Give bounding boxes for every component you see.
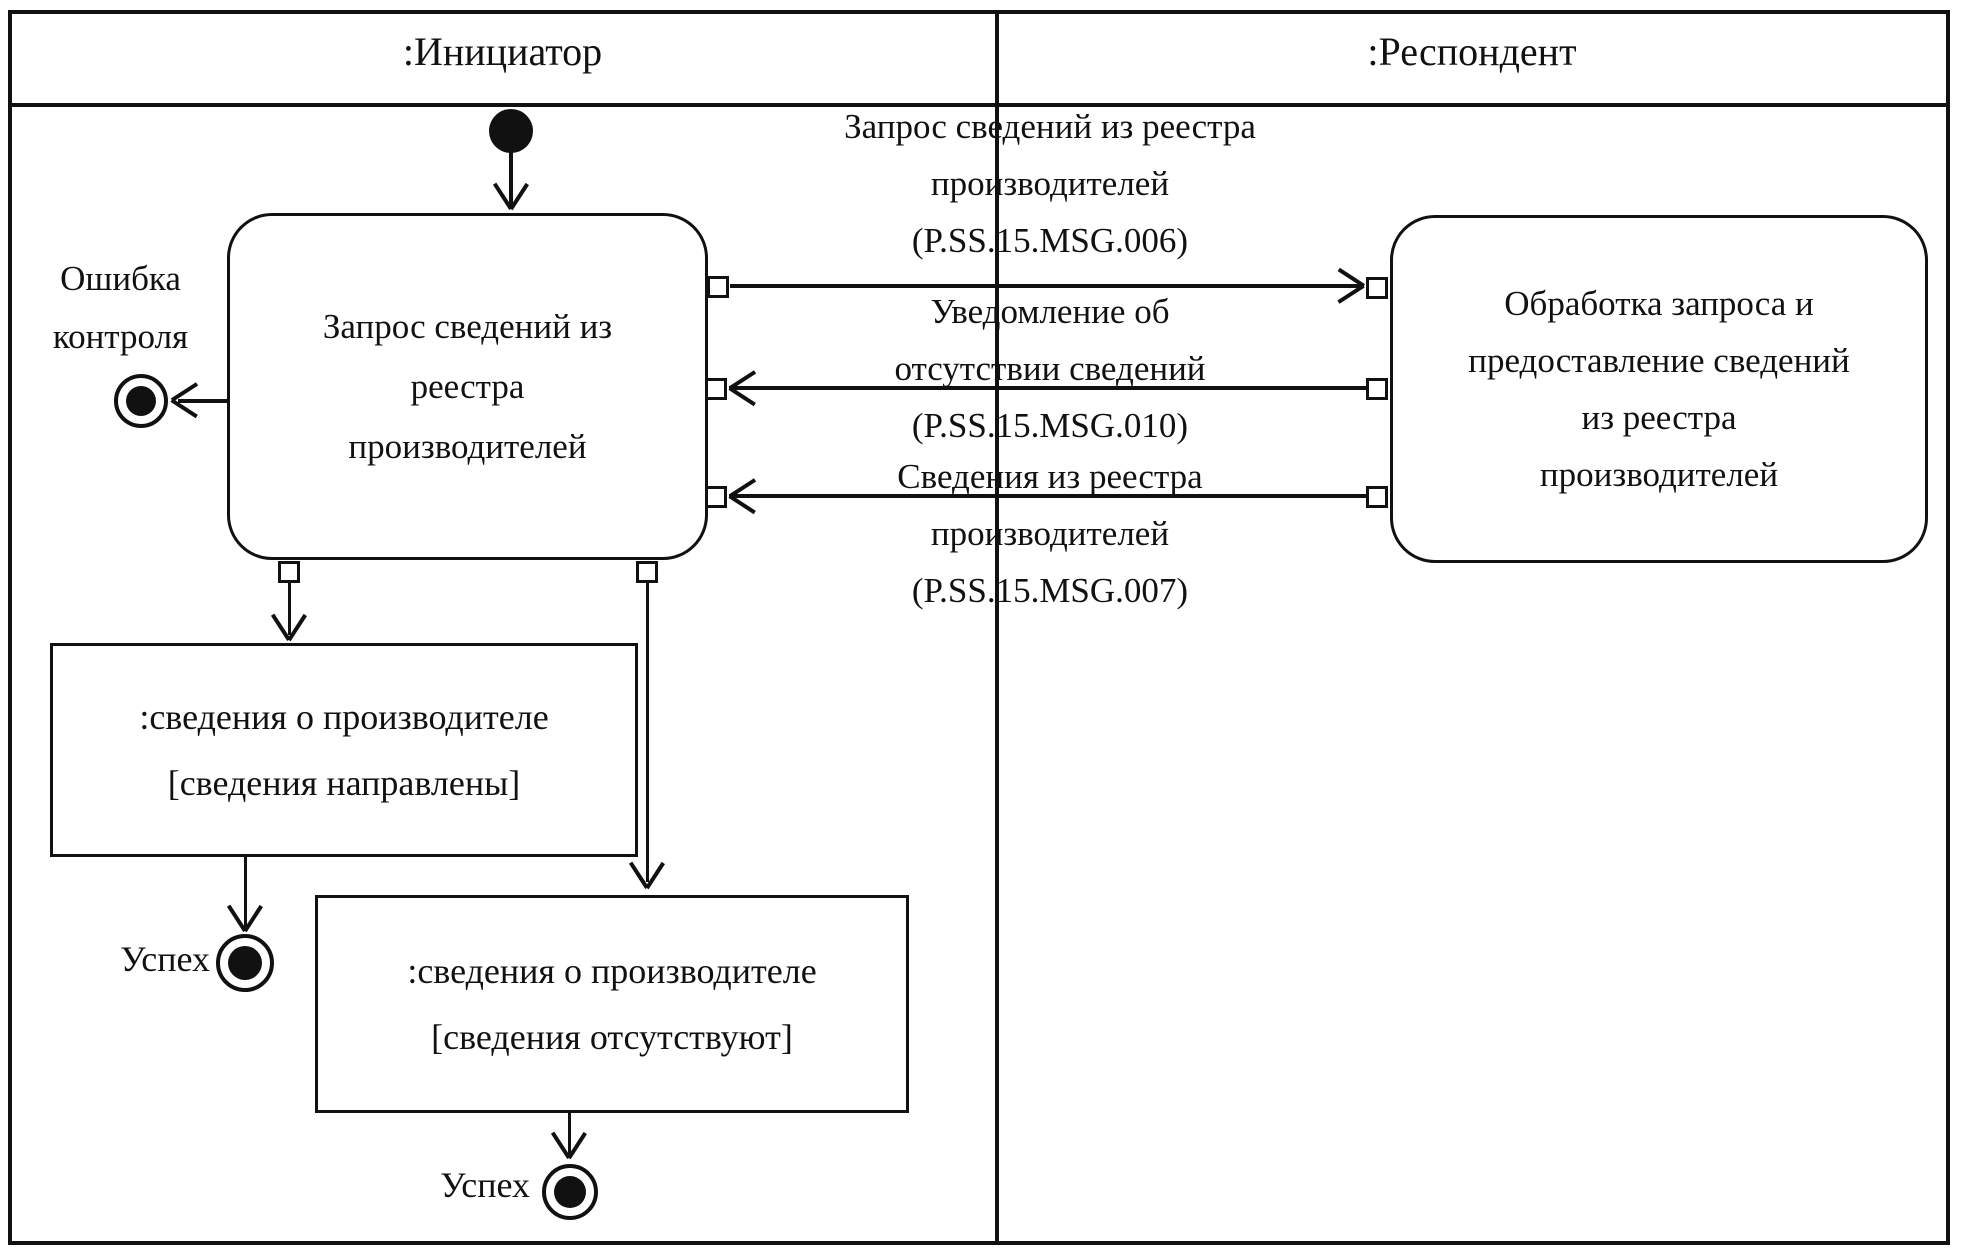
message-arrow-notification: [729, 386, 1367, 390]
activity-label-line: реестра: [410, 366, 525, 406]
message-line: (P.SS.15.MSG.007): [911, 571, 1189, 610]
port-out-respondent-data: [1366, 486, 1388, 508]
object-label-line: [сведения направлены]: [167, 763, 521, 803]
activity-process-request: Обработка запроса и предоставление сведе…: [1390, 215, 1928, 563]
error-final-label: Ошибка контроля: [28, 250, 213, 366]
object-label-line: [сведения отсутствуют]: [431, 1017, 793, 1057]
message-arrow-data: [729, 494, 1367, 498]
port-in-respondent-request: [1366, 277, 1388, 299]
activity-label-line: производителей: [1539, 455, 1779, 494]
message-arrow-request: [730, 284, 1364, 288]
activity-label-line: Обработка запроса и: [1504, 284, 1814, 323]
activity-request-from-registry: Запрос сведений из реестра производителе…: [227, 213, 708, 560]
success-final-label-1: Успех: [120, 939, 210, 979]
message-line: производителей: [930, 514, 1170, 553]
port-out-request: [707, 276, 729, 298]
transition-initial-to-request: [509, 152, 513, 207]
message-label-notification: Уведомление об отсутствии сведений (P.SS…: [748, 283, 1352, 454]
message-line: производителей: [930, 164, 1170, 203]
lane-header-respondent: :Респондент: [1367, 29, 1577, 74]
final-state-dot: [126, 386, 156, 416]
transition-to-object-absent: [645, 582, 649, 882]
success-final-label-2: Успех: [440, 1165, 530, 1205]
error-label-line: контроля: [52, 317, 189, 356]
message-line: (P.SS.15.MSG.010): [911, 406, 1189, 445]
object-label-line: :сведения о производителе: [407, 951, 817, 991]
final-state-dot: [554, 1176, 586, 1208]
transition-request-to-error: [178, 399, 227, 403]
error-final-state-node: [114, 374, 168, 428]
error-label-line: Ошибка: [60, 259, 181, 298]
final-state-dot: [228, 946, 262, 980]
initial-state-node: [489, 109, 533, 153]
port-in-notification: [705, 378, 727, 400]
message-label-request: Запрос сведений из реестра производителе…: [748, 98, 1352, 269]
lane-header-initiator: :Инициатор: [402, 29, 603, 74]
object-label-line: :сведения о производителе: [139, 697, 549, 737]
port-out-bottom-left: [278, 561, 300, 583]
object-node-data-sent: :сведения о производителе [сведения напр…: [50, 643, 638, 857]
success-final-state-node-1: [216, 934, 274, 992]
activity-label-line: производителей: [348, 426, 587, 466]
port-in-data: [705, 486, 727, 508]
transition-absent-to-success: [567, 1113, 571, 1155]
transition-to-object-sent: [287, 582, 291, 635]
header-separator-line: [8, 103, 1950, 107]
object-node-data-absent: :сведения о производителе [сведения отсу…: [315, 895, 909, 1113]
lane-divider-line: [995, 10, 999, 1245]
message-line: Запрос сведений из реестра: [844, 107, 1256, 146]
success-final-state-node-2: [542, 1164, 598, 1220]
activity-label-line: предоставление сведений: [1468, 341, 1850, 380]
message-line: Уведомление об: [930, 292, 1170, 331]
port-out-bottom-right: [636, 561, 658, 583]
activity-label-line: Запрос сведений из: [322, 306, 613, 346]
port-out-respondent-notification: [1366, 378, 1388, 400]
message-line: (P.SS.15.MSG.006): [911, 221, 1189, 260]
transition-sent-to-success: [243, 857, 247, 927]
message-line: Сведения из реестра: [897, 457, 1203, 496]
activity-label-line: из реестра: [1581, 398, 1737, 437]
message-line: отсутствии сведений: [894, 349, 1206, 388]
message-label-data: Сведения из реестра производителей (P.SS…: [748, 448, 1352, 619]
